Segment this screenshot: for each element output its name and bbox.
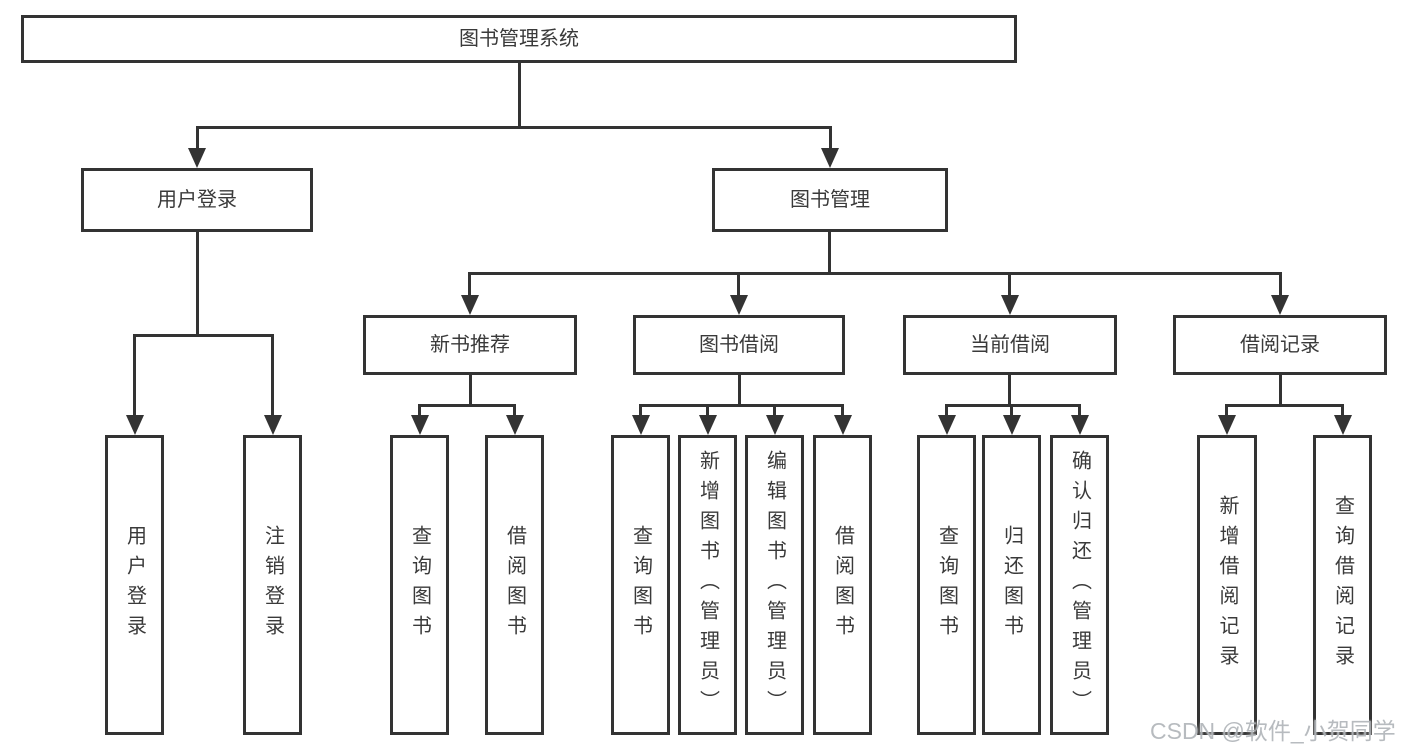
leaf-add-book-admin: 新增图书（管理员） (678, 435, 737, 735)
arrowhead-down (699, 415, 717, 435)
leaf-add-borrow-record: 新增借阅记录 (1197, 435, 1257, 735)
connector-line (639, 404, 642, 417)
arrowhead-down (834, 415, 852, 435)
connector-line (196, 126, 832, 129)
arrowhead-down (1334, 415, 1352, 435)
arrowhead-down (461, 295, 479, 315)
node-user-login: 用户登录 (81, 168, 313, 232)
arrowhead-down (1218, 415, 1236, 435)
leaf-confirm-return-admin: 确认归还（管理员） (1050, 435, 1109, 735)
node-book-borrowing: 图书借阅 (633, 315, 845, 375)
connector-line (469, 375, 472, 406)
node-current-borrowing: 当前借阅 (903, 315, 1117, 375)
arrowhead-down (766, 415, 784, 435)
connector-line (828, 232, 831, 274)
node-book-management: 图书管理 (712, 168, 948, 232)
arrowhead-down (1071, 415, 1089, 435)
leaf-edit-book-admin: 编辑图书（管理员） (745, 435, 804, 735)
connector-line (1279, 375, 1282, 406)
connector-line (773, 404, 776, 417)
arrowhead-down (506, 415, 524, 435)
connector-line (1008, 272, 1011, 297)
connector-line (418, 404, 516, 407)
leaf-return-book: 归还图书 (982, 435, 1041, 735)
connector-line (513, 404, 516, 417)
connector-line (737, 272, 740, 297)
watermark: CSDN @软件_小贺同学 (1150, 718, 1396, 744)
connector-line (738, 375, 741, 406)
arrowhead-down (1003, 415, 1021, 435)
connector-line (418, 404, 421, 417)
node-new-book-recommend: 新书推荐 (363, 315, 577, 375)
connector-line (1341, 404, 1344, 417)
connector-line (639, 404, 844, 407)
connector-line (1078, 404, 1081, 417)
connector-line (468, 272, 471, 297)
arrowhead-down (938, 415, 956, 435)
arrowhead-down (411, 415, 429, 435)
connector-line (1008, 375, 1011, 406)
arrowhead-down (1271, 295, 1289, 315)
connector-line (1225, 404, 1228, 417)
connector-line (841, 404, 844, 417)
connector-line (133, 334, 136, 416)
connector-line (196, 232, 199, 337)
connector-line (945, 404, 948, 417)
connector-line (1225, 404, 1344, 407)
leaf-query-books-current: 查询图书 (917, 435, 976, 735)
leaf-query-books-recommend: 查询图书 (390, 435, 449, 735)
arrowhead-down (126, 415, 144, 435)
connector-line (1010, 404, 1013, 417)
leaf-user-login: 用户登录 (105, 435, 164, 735)
leaf-borrow-books-recommend: 借阅图书 (485, 435, 544, 735)
leaf-logout: 注销登录 (243, 435, 302, 735)
node-borrow-records: 借阅记录 (1173, 315, 1387, 375)
leaf-query-books-borrowing: 查询图书 (611, 435, 670, 735)
arrowhead-down (821, 148, 839, 168)
arrowhead-down (188, 148, 206, 168)
arrowhead-down (632, 415, 650, 435)
connector-line (945, 404, 1081, 407)
arrowhead-down (264, 415, 282, 435)
connector-line (196, 126, 199, 152)
leaf-borrow-books-borrowing: 借阅图书 (813, 435, 872, 735)
connector-line (518, 63, 521, 127)
connector-line (706, 404, 709, 417)
node-library-system: 图书管理系统 (21, 15, 1017, 63)
arrowhead-down (730, 295, 748, 315)
arrowhead-down (1001, 295, 1019, 315)
connector-line (829, 126, 832, 152)
leaf-query-borrow-record: 查询借阅记录 (1313, 435, 1372, 735)
connector-line (271, 334, 274, 416)
connector-line (1279, 272, 1282, 297)
connector-line (468, 272, 1282, 275)
connector-line (133, 334, 274, 337)
